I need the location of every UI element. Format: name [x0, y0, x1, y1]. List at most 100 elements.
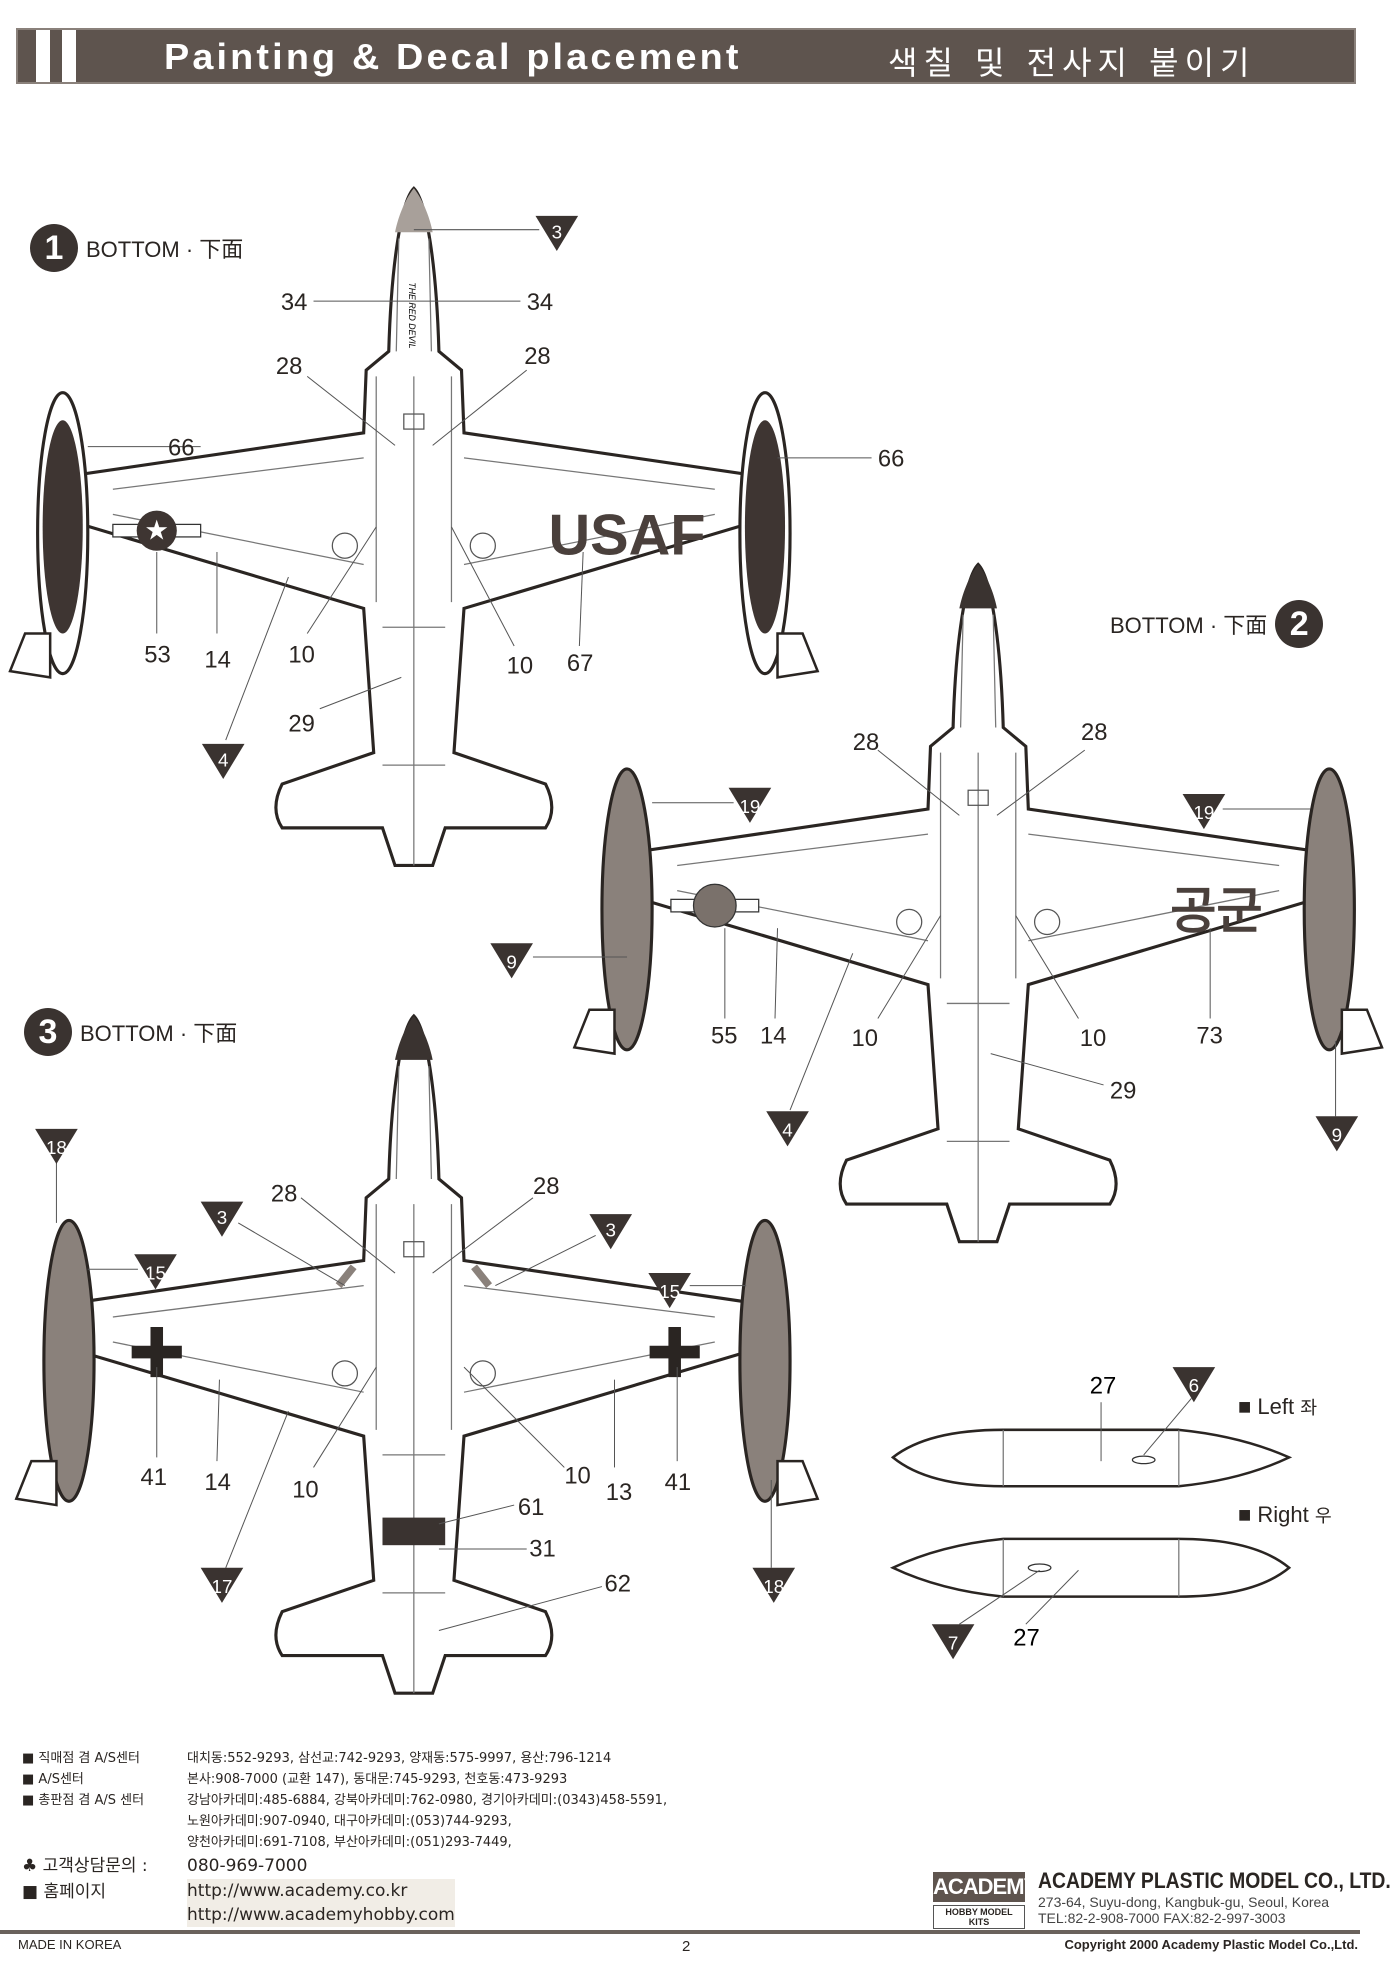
callout: 14	[204, 646, 231, 673]
left-view-label: ■ Left 좌	[1238, 1394, 1318, 1419]
section-label: BOTTOM · 下面	[80, 1021, 238, 1046]
section-badge: 3	[24, 1008, 72, 1056]
company-name: ACADEMY PLASTIC MODEL CO., LTD.	[1038, 1868, 1391, 1893]
aircraft-diagram-2: 공군	[573, 562, 1384, 1244]
callout: 34	[281, 289, 308, 316]
callout: 10	[507, 653, 533, 680]
footer-rule	[0, 1930, 1360, 1934]
section-badge: 1	[30, 224, 78, 272]
row-text: 강남아카데미:485-6884, 강북아카데미:762-0980, 경기아카데미…	[187, 1793, 668, 1808]
paint-marker: 3	[217, 1207, 227, 1228]
nose-marking: THE RED DEVIL	[407, 282, 417, 348]
callout: 28	[276, 353, 303, 380]
diagram-1-callouts: 3 4 34 34 28 28 66 66 53 14 10 10 67 29	[144, 215, 905, 779]
row-text: 양천아카데미:691-7108, 부산아카데미:(051)293-7449,	[187, 1835, 512, 1850]
paint-marker: 4	[218, 749, 228, 770]
diagram-2-callouts: 19 19 9 9 4 28 28 55 14 10 10 73 29	[490, 719, 1359, 1152]
right-view-label: ■ Right 우	[1238, 1502, 1332, 1527]
row-label: 총판점 겸 A/S 센터	[38, 1793, 145, 1808]
paint-marker: 19	[1193, 802, 1214, 823]
svg-text:★: ★	[144, 514, 169, 545]
callout: 14	[204, 1469, 231, 1496]
label-text: Left	[1257, 1394, 1295, 1419]
url-link[interactable]: http://www.academy.co.kr	[187, 1879, 455, 1903]
company-address: 273-64, Suyu-dong, Kangbuk-gu, Seoul, Ko…	[1038, 1894, 1330, 1910]
callout: 73	[1196, 1023, 1223, 1050]
url-link[interactable]: http://www.academyhobby.com	[187, 1903, 455, 1927]
made-in: MADE IN KOREA	[18, 1937, 122, 1952]
row-text: 대치동:552-9293, 삼선교:742-9293, 양재동:575-9997…	[187, 1751, 612, 1766]
tip-tank-left-view: 27 6	[890, 1367, 1293, 1488]
section-3-heading: 3 BOTTOM · 下面	[24, 1008, 237, 1056]
callout: 10	[852, 1025, 879, 1052]
callout: 14	[760, 1023, 787, 1050]
paint-marker: 3	[552, 221, 562, 242]
callout: 41	[665, 1469, 692, 1496]
paint-marker: 18	[763, 1576, 784, 1597]
callout: 29	[288, 710, 315, 737]
homepage-label: 홈페이지	[43, 1882, 107, 1902]
callout: 28	[533, 1173, 560, 1200]
paint-marker: 9	[1332, 1124, 1342, 1145]
label-ko: 좌	[1300, 1397, 1318, 1418]
paint-marker: 7	[948, 1632, 958, 1653]
company-tel: TEL:82-2-908-7000 FAX:82-2-997-3003	[1038, 1910, 1286, 1926]
callout: 62	[604, 1571, 631, 1598]
tip-tank-right-view: 27 7	[889, 1537, 1292, 1660]
aircraft-diagram-1: ★ USAF THE RED DEVIL	[8, 186, 819, 868]
paint-marker: 6	[1189, 1375, 1199, 1396]
paint-marker: 18	[46, 1137, 67, 1158]
callout: 66	[878, 446, 905, 473]
header-stripe	[36, 30, 50, 82]
customer-label: 고객상담문의 :	[42, 1856, 148, 1876]
callout: 13	[606, 1479, 633, 1506]
callout: 27	[1013, 1625, 1039, 1652]
label-ko: 우	[1314, 1505, 1332, 1526]
callout: 10	[292, 1477, 319, 1504]
section-label: BOTTOM · 下面	[86, 237, 244, 262]
callout: 53	[144, 641, 171, 668]
logo-text: ACADEMY	[933, 1872, 1038, 1902]
callout: 10	[564, 1463, 591, 1490]
usaf-marking: USAF	[549, 503, 706, 567]
callout: 10	[288, 641, 315, 668]
page-header: Painting & Decal placement 색칠 및 전사지 붙이기	[16, 28, 1356, 84]
paint-marker: 3	[605, 1220, 615, 1241]
title-korean: 색칠 및 전사지 붙이기	[888, 44, 1256, 82]
callout: 67	[567, 650, 594, 677]
roka-marking: 공군	[1170, 883, 1262, 939]
label-text: Right	[1257, 1502, 1309, 1527]
copyright: Copyright 2000 Academy Plastic Model Co.…	[1064, 1937, 1358, 1952]
callout: 34	[527, 289, 554, 316]
callout: 27	[1090, 1372, 1117, 1399]
row-label: A/S센터	[38, 1772, 84, 1787]
callout: 31	[529, 1535, 556, 1562]
callout: 41	[140, 1464, 167, 1491]
diagram-3-callouts: 18 18 3 3 15 15 17 28 28 41 14 10 10 13 …	[35, 1128, 796, 1603]
paint-marker: 17	[212, 1576, 233, 1597]
section-1-heading: 1 BOTTOM · 下面	[30, 224, 243, 272]
callout: 28	[853, 729, 880, 756]
customer-phone: 080-969-7000	[187, 1856, 308, 1876]
paint-marker: 19	[739, 796, 760, 817]
callout: 66	[168, 434, 195, 461]
company-info: ACADEMY PLASTIC MODEL CO., LTD. 273-64, …	[1038, 1868, 1392, 1926]
row-label: 직매점 겸 A/S센터	[38, 1751, 140, 1766]
paint-marker: 15	[145, 1262, 166, 1283]
callout: 28	[271, 1181, 298, 1208]
callout: 28	[1081, 719, 1108, 746]
callout: 10	[1080, 1025, 1107, 1052]
callout: 55	[711, 1023, 738, 1050]
page-number: 2	[682, 1938, 691, 1955]
paint-marker: 15	[659, 1281, 680, 1302]
row-text: 본사:908-7000 (교환 147), 동대문:745-9293, 천호동:…	[187, 1772, 568, 1787]
paint-marker: 9	[506, 951, 516, 972]
row-text: 노원아카데미:907-0940, 대구아카데미:(053)744-9293,	[187, 1814, 512, 1829]
callout: 28	[524, 343, 551, 370]
section-label: BOTTOM · 下面	[1110, 613, 1268, 638]
header-stripe	[62, 30, 76, 82]
